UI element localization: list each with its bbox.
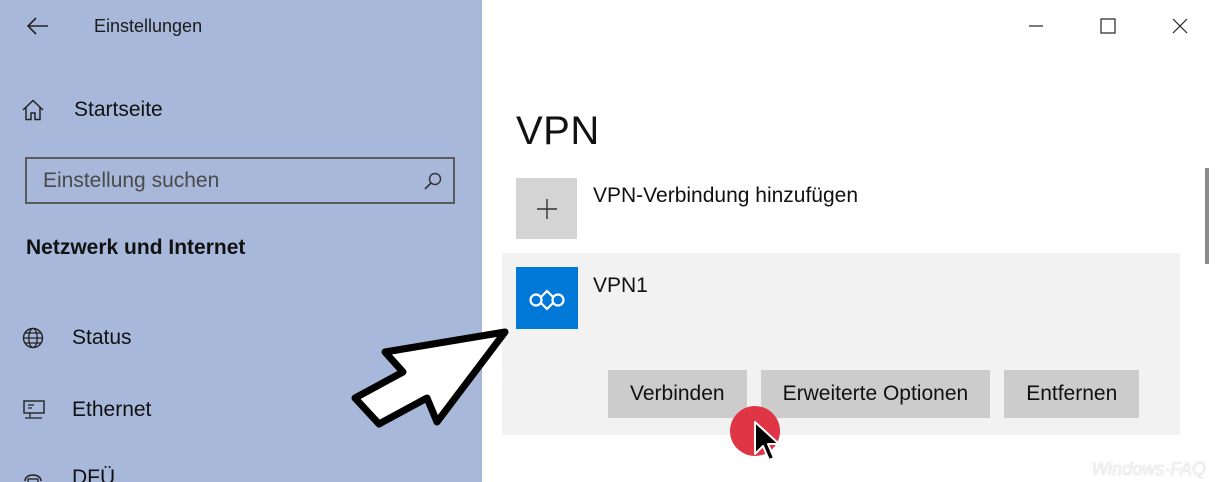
maximize-icon	[1100, 18, 1116, 34]
home-icon	[22, 99, 56, 121]
vpn-tile	[516, 267, 578, 329]
advanced-options-button[interactable]: Erweiterte Optionen	[760, 370, 991, 418]
search-box[interactable]	[25, 157, 455, 204]
plus-icon	[536, 198, 557, 219]
window-controls	[1000, 0, 1216, 52]
annotation-arrow-icon	[351, 328, 509, 428]
sidebar-item-status[interactable]: Status	[22, 318, 462, 358]
nav-item-home-label: Startseite	[74, 98, 163, 121]
remove-button[interactable]: Entfernen	[1004, 370, 1140, 418]
close-button[interactable]	[1144, 0, 1216, 52]
sidebar-item-dialup[interactable]: DFÜ	[22, 458, 462, 482]
sidebar-item-label: Ethernet	[72, 398, 152, 421]
search-icon[interactable]	[413, 172, 453, 190]
search-input[interactable]	[27, 167, 413, 194]
vpn-name: VPN1	[593, 274, 648, 297]
navigation-pane: Einstellungen Startseite Netzwerk und In…	[0, 0, 482, 482]
nav-item-home[interactable]: Startseite	[22, 90, 462, 130]
page-title: VPN	[516, 108, 600, 153]
connect-button[interactable]: Verbinden	[608, 370, 747, 418]
back-button[interactable]	[22, 10, 54, 42]
mouse-cursor-icon	[754, 421, 780, 461]
sidebar-item-label: Status	[72, 326, 132, 349]
vpn-connection-item[interactable]: VPN1 Verbinden Erweiterte Optionen Entfe…	[502, 253, 1180, 435]
maximize-button[interactable]	[1072, 0, 1144, 52]
vpn-icon	[529, 289, 565, 311]
close-icon	[1172, 18, 1188, 34]
globe-icon	[22, 327, 54, 349]
minimize-button[interactable]	[1000, 0, 1072, 52]
add-tile[interactable]	[516, 178, 577, 239]
back-arrow-icon	[27, 17, 48, 35]
sidebar-item-ethernet[interactable]: Ethernet	[22, 390, 462, 430]
add-vpn-connection-label[interactable]: VPN-Verbindung hinzufügen	[593, 184, 859, 207]
dialup-icon	[22, 467, 54, 482]
watermark: Windows-FAQ	[1091, 459, 1206, 479]
ethernet-icon	[22, 399, 54, 421]
section-title: Netzwerk und Internet	[26, 236, 246, 259]
vpn-actions: Verbinden Erweiterte Optionen Entfernen	[608, 370, 1153, 418]
add-vpn-connection[interactable]: VPN-Verbindung hinzufügen	[516, 178, 858, 240]
minimize-icon	[1029, 25, 1043, 27]
scrollbar-thumb[interactable]	[1205, 168, 1209, 264]
sidebar-item-label: DFÜ	[72, 466, 116, 482]
app-title: Einstellungen	[94, 16, 203, 36]
